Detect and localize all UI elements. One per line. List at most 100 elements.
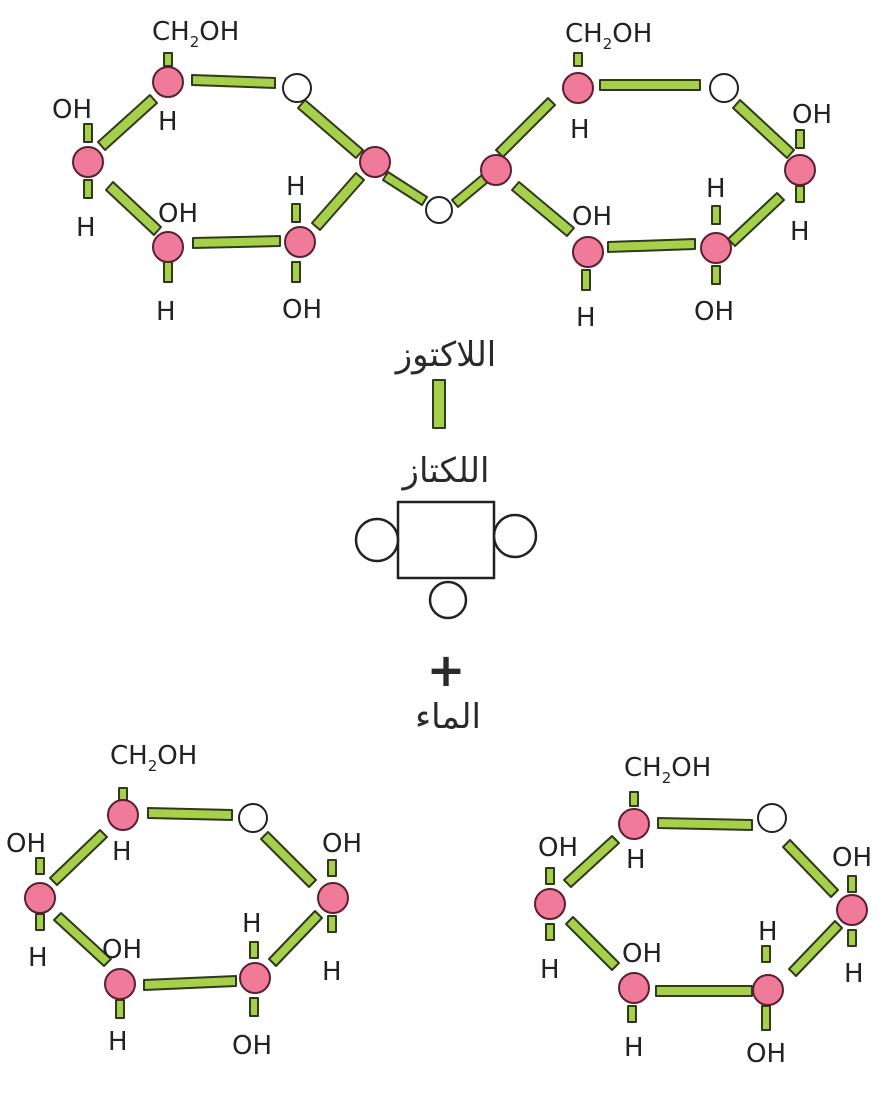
bond [49,829,108,886]
carbon-atom [572,236,604,268]
oxygen-atom [709,73,739,103]
bond [147,807,233,821]
bond [795,185,805,203]
bond [581,269,591,291]
oh-label: OH [622,939,662,969]
bond [451,174,489,208]
bond [192,235,281,249]
h-label: H [790,217,810,247]
bond [847,929,857,947]
h-label: H [706,174,726,204]
ch2oh-label: CH2OH [565,19,652,53]
bond [291,261,301,283]
bond [657,817,753,831]
ch2oh-label: CH2OH [624,753,711,787]
h-label: H [286,172,306,202]
h-label: H [844,959,864,989]
bond [629,791,639,807]
carbon-atom [534,888,566,920]
carbon-atom [480,154,512,186]
h-label: H [28,943,48,973]
bond [727,192,785,247]
bond [732,99,795,159]
bond [545,923,555,941]
h-label: H [76,213,96,243]
oh-label: OH [102,935,142,965]
oh-label: OH [746,1039,786,1069]
carbon-atom [152,66,184,98]
carbon-atom [107,799,139,831]
bond [35,913,45,931]
carbon-atom [562,72,594,104]
carbon-atom [104,968,136,1000]
bond [795,129,805,149]
h-label: H [758,917,778,947]
oh-label: OH [572,202,612,232]
h-label: H [624,1033,644,1063]
bond [563,835,620,888]
h-label: H [540,955,560,985]
bond [761,1005,771,1031]
bond [788,920,843,977]
bond [327,915,337,933]
carbon-atom [700,232,732,264]
bond [761,945,771,963]
bond [599,79,701,91]
carbon-atom [618,972,650,1004]
carbon-atom [284,226,316,258]
bond [163,52,173,67]
h-label: H [626,845,646,875]
lactase-label: اللكتاز [401,451,490,491]
carbon-atom [239,962,271,994]
bond [115,999,125,1019]
glucose-molecule-left: CH2OH H OH H OH H H OH OH H [6,741,362,1061]
h-label: H [242,909,262,939]
ch2oh-label: CH2OH [110,741,197,775]
bond [565,916,620,971]
carbon-atom [784,154,816,186]
bond [163,261,173,283]
carbon-atom [152,231,184,263]
water-label: الماء [415,697,481,737]
bond [83,179,93,199]
carbon-atom [72,146,104,178]
h-label: H [570,115,590,145]
oh-label: OH [792,100,832,130]
carbon-atom [752,974,784,1006]
bond [191,74,276,89]
bond [260,831,317,888]
oh-label: OH [52,95,92,125]
bond [118,787,128,801]
h-label: H [112,837,132,867]
bond [35,857,45,875]
oh-label: OH [832,843,872,873]
carbon-atom [618,808,650,840]
carbon-atom [24,882,56,914]
bond [511,181,575,237]
bond [327,859,337,877]
bond [607,238,696,253]
bond [105,181,162,236]
h-label: H [156,297,176,327]
h-label: H [576,303,596,333]
bond [545,867,555,885]
lactose-label: اللاكتوز [394,335,497,375]
oxygen-atom [757,803,787,833]
carbon-atom [359,146,391,178]
bond [782,839,839,898]
bond [495,97,556,158]
h-label: H [322,957,342,987]
bond [627,1005,637,1023]
bond [711,205,721,225]
oxygen-atom [282,73,312,103]
oh-label: OH [694,297,734,327]
h-label: H [158,107,178,137]
oh-label: OH [282,295,322,325]
bond [249,941,259,959]
oh-label: OH [232,1031,272,1061]
bond [655,985,753,997]
bond [291,203,301,223]
carbon-atom [836,894,868,926]
bond [573,52,583,67]
